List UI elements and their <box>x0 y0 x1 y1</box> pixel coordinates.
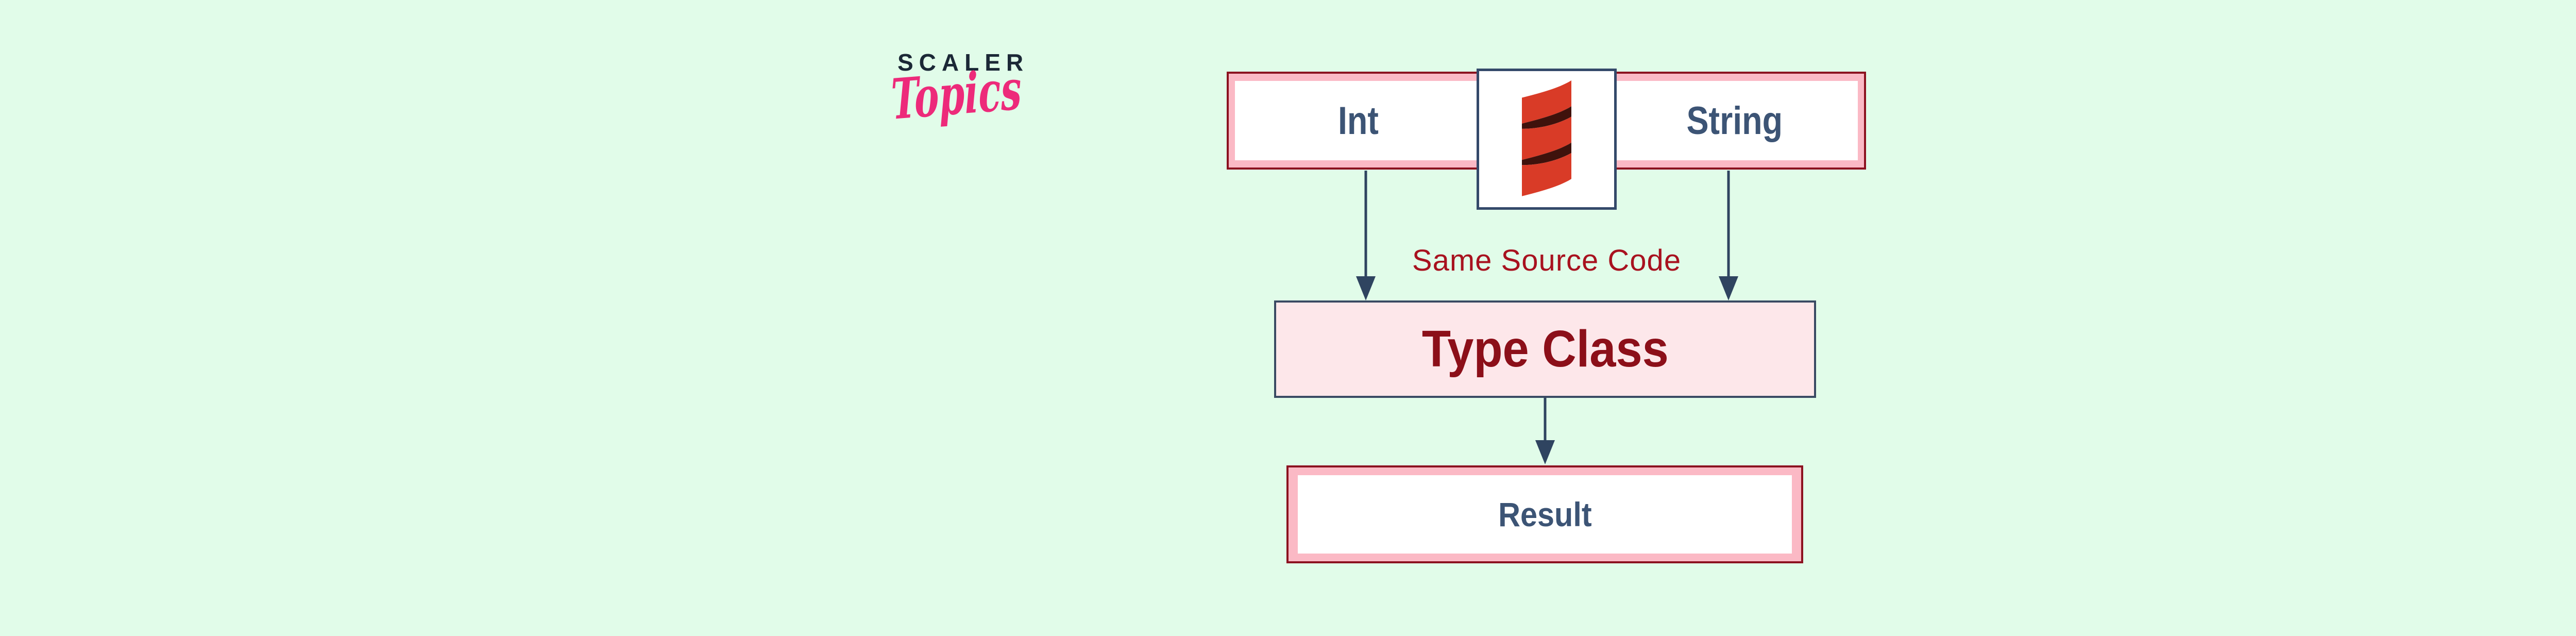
edge-label-same-source-code: Same Source Code <box>1412 244 1682 277</box>
result-label: Result <box>1498 495 1592 533</box>
arrow-string-to-typeclass <box>1719 171 1738 300</box>
type-cell-string: String <box>1612 81 1858 160</box>
string-label: String <box>1686 98 1783 143</box>
arrow-int-to-typeclass <box>1356 171 1376 300</box>
scaler-topics-logo: SCALER Topics <box>890 49 1088 132</box>
scala-logo-box <box>1477 69 1617 210</box>
int-label: Int <box>1337 98 1379 143</box>
type-class-label: Type Class <box>1421 320 1669 378</box>
brand-topics-text: Topics <box>890 57 1023 132</box>
type-class-box: Type Class <box>1274 300 1816 398</box>
brand-scaler-text: SCALER <box>897 49 1029 76</box>
result-box: Result <box>1286 465 1803 563</box>
type-cell-int: Int <box>1235 81 1482 160</box>
result-inner: Result <box>1298 475 1792 554</box>
arrow-typeclass-to-result <box>1535 398 1555 464</box>
scala-logo-icon <box>1522 80 1571 196</box>
